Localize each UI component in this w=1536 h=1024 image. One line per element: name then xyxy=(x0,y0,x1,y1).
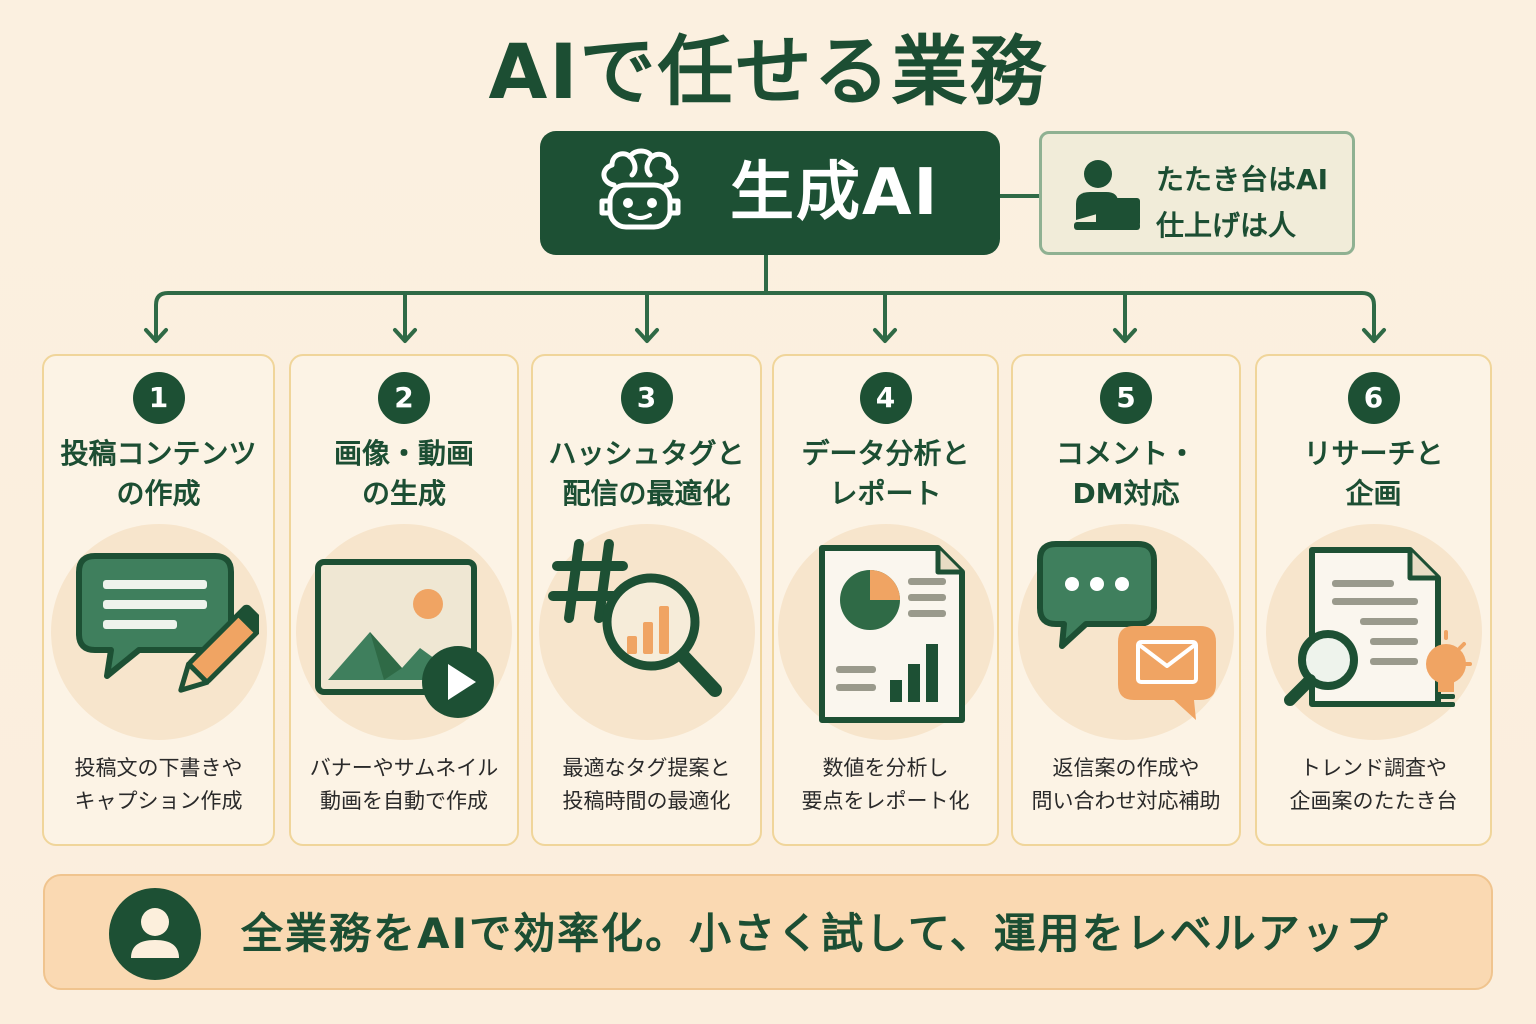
card-description: バナーやサムネイル 動画を自動で作成 xyxy=(291,752,517,818)
card-title: ハッシュタグと 配信の最適化 xyxy=(533,434,760,514)
summary-text: 全業務をAIで効率化。小さく試して、運用をレベルアップ xyxy=(241,909,1390,958)
card-data-report: 4 データ分析と レポート 数値を分析し 要点をレポート化 xyxy=(772,354,999,846)
report-chart-icon xyxy=(818,545,965,723)
chat-mail-icon xyxy=(1037,541,1216,720)
card-comment-dm: 5 コメント・ DM対応 返信案の作成や 問い合わせ対応補助 xyxy=(1011,354,1241,846)
card-description: トレンド調査や 企画案のたたき台 xyxy=(1257,752,1490,818)
note-line-ai-draft: たたき台はAI xyxy=(1156,163,1329,196)
card-title-line2: DM対応 xyxy=(1072,477,1180,510)
user-icon xyxy=(109,888,201,980)
note-line-human-finish: 仕上げは人 xyxy=(1156,209,1297,242)
card-title-line1: 投稿コンテンツ xyxy=(60,437,257,470)
summary-banner: 全業務をAIで効率化。小さく試して、運用をレベルアップ xyxy=(43,874,1493,990)
card-desc-line2: 企画案のたたき台 xyxy=(1289,789,1458,813)
card-desc-line1: 返信案の作成や xyxy=(1052,756,1200,780)
card-description: 投稿文の下書きや キャプション作成 xyxy=(44,752,273,818)
card-number-badge: 2 xyxy=(378,372,430,424)
card-title: 投稿コンテンツ の作成 xyxy=(44,434,273,514)
card-number-badge: 6 xyxy=(1347,372,1400,424)
card-number-badge: 1 xyxy=(132,372,185,424)
generative-ai-label: 生成AI xyxy=(730,156,940,230)
card-desc-line2: 要点をレポート化 xyxy=(801,789,970,813)
card-desc-line1: 最適なタグ提案と xyxy=(562,756,731,780)
card-title-line2: 配信の最適化 xyxy=(562,477,731,510)
card-desc-line2: 投稿時間の最適化 xyxy=(562,789,731,813)
document-search-bulb-icon xyxy=(1283,547,1472,707)
card-title: データ分析と レポート xyxy=(774,434,997,514)
card-image-video: 2 画像・動画 の生成 バナーやサムネイル 動画を自動で作成 xyxy=(289,354,519,846)
card-title-line2: 企画 xyxy=(1345,477,1402,510)
image-play-icon xyxy=(315,559,494,718)
card-title-line1: ハッシュタグと xyxy=(548,437,745,470)
card-research-planning: 6 リサーチと 企画 トレンド調査や 企画案のたたき台 xyxy=(1255,354,1492,846)
card-desc-line1: トレンド調査や xyxy=(1300,756,1447,780)
card-title-line2: の生成 xyxy=(361,477,446,510)
card-number-badge: 5 xyxy=(1100,372,1152,424)
card-description: 数値を分析し 要点をレポート化 xyxy=(774,752,997,818)
card-description: 最適なタグ提案と 投稿時間の最適化 xyxy=(533,752,760,818)
card-desc-line1: バナーやサムネイル xyxy=(309,756,499,780)
card-title-line1: リサーチと xyxy=(1303,437,1444,470)
card-title-line1: データ分析と xyxy=(801,437,970,470)
card-title: 画像・動画 の生成 xyxy=(291,434,517,514)
generative-ai-box: 生成AI xyxy=(540,131,1000,255)
card-number-badge: 3 xyxy=(620,372,673,424)
card-title-line2: の作成 xyxy=(116,477,201,510)
card-number-badge: 4 xyxy=(859,372,912,424)
card-title-line1: 画像・動画 xyxy=(333,437,474,470)
card-desc-line2: 動画を自動で作成 xyxy=(320,789,488,813)
human-finish-note: たたき台はAI 仕上げは人 xyxy=(1039,131,1355,255)
card-desc-line1: 数値を分析し xyxy=(822,756,949,780)
card-title-line2: レポート xyxy=(829,477,942,510)
card-title: リサーチと 企画 xyxy=(1257,434,1490,514)
page-title: AIで任せる業務 xyxy=(488,27,1048,116)
card-desc-line2: 問い合わせ対応補助 xyxy=(1031,789,1221,813)
card-desc-line1: 投稿文の下書きや xyxy=(74,756,243,780)
card-description: 返信案の作成や 問い合わせ対応補助 xyxy=(1013,752,1239,818)
hashtag-search-icon xyxy=(547,539,722,697)
card-title: コメント・ DM対応 xyxy=(1013,434,1239,514)
card-post-content: 1 投稿コンテンツ の作成 投稿文の下書きや キャプション作成 xyxy=(42,354,275,846)
chat-bubble-pencil-icon xyxy=(75,553,259,693)
person-laptop-icon xyxy=(1074,160,1140,230)
card-desc-line2: キャプション作成 xyxy=(74,789,243,813)
ai-brain-robot-icon xyxy=(599,148,681,230)
card-hashtag-delivery: 3 ハッシュタグと 配信の最適化 最適なタグ提案と 投稿時間の最適化 xyxy=(531,354,762,846)
card-title-line1: コメント・ xyxy=(1055,437,1196,470)
